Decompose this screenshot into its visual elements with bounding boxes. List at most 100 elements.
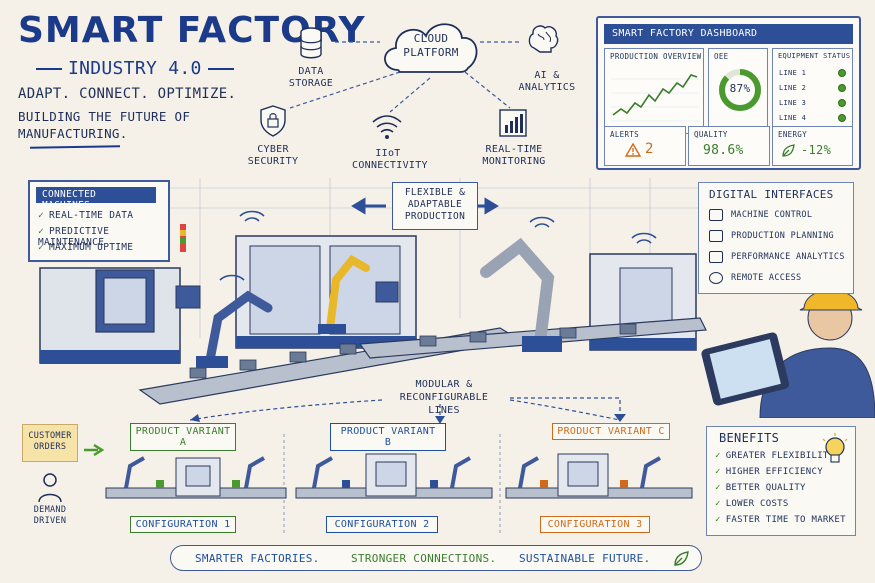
alerts-label: ALERTS [610, 130, 639, 139]
check-icon: ✓ [38, 226, 45, 237]
robot-arm-blue [196, 290, 273, 368]
connected-machines-item: ✓MAXIMUM UPTIME [38, 242, 134, 253]
subtitle-text: INDUSTRY 4.0 [68, 58, 202, 79]
mini-line-b [295, 453, 493, 499]
equipment-status-card: EQUIPMENT STATUS LINE 1 LINE 2 LINE 3 LI… [772, 48, 853, 134]
production-overview-label: PRODUCTION OVERVIEW [610, 52, 702, 61]
alerts-card: ALERTS 2 [604, 126, 686, 166]
shield-lock-icon [260, 105, 286, 137]
digital-interface-item: PRODUCTION PLANNING [709, 230, 834, 242]
equipment-line: LINE 4 [779, 114, 807, 122]
quality-value: 98.6% [703, 143, 744, 158]
connected-machines-item: ✓PREDICTIVE MAINTENANCE [38, 226, 110, 248]
robot-arm-yellow [318, 254, 370, 334]
digital-interface-item: MACHINE CONTROL [709, 209, 812, 221]
person-icon [38, 473, 62, 503]
check-icon: ✓ [715, 515, 721, 525]
cyber-label: CYBER SECURITY [247, 144, 299, 167]
configuration-dividers [283, 434, 501, 534]
status-ok-icon [838, 99, 846, 107]
leaf-icon [782, 144, 795, 157]
quality-card: QUALITY 98.6% [688, 126, 770, 166]
benefit-item: ✓FASTER TIME TO MARKET [715, 515, 846, 525]
banner-segment-1: SMARTER FACTORIES. [195, 552, 320, 565]
digital-interfaces-panel: DIGITAL INTERFACES MACHINE CONTROL PRODU… [698, 182, 854, 294]
brain-icon [528, 25, 559, 53]
status-ok-icon [838, 114, 846, 122]
alerts-value: 2 [645, 141, 654, 157]
check-icon: ✓ [715, 483, 721, 493]
arrow-right-icon [84, 443, 105, 457]
connected-machines-item: ✓REAL-TIME DATA [38, 210, 134, 221]
production-line-chart [611, 74, 699, 122]
benefit-item: ✓LOWER COSTS [715, 499, 789, 509]
bar-chart-icon [499, 109, 527, 137]
modular-connectors [189, 397, 626, 424]
dashboard-title: SMART FACTORY DASHBOARD [604, 24, 853, 44]
flexible-production-label: FLEXIBLE & ADAPTABLE PRODUCTION [392, 182, 478, 230]
status-ok-icon [838, 84, 846, 92]
configuration-1-tag: CONFIGURATION 1 [130, 516, 236, 533]
ai-label: AI & ANALYTICS [518, 70, 576, 93]
equipment-line: LINE 3 [779, 99, 807, 107]
modular-lines-label: MODULAR & RECONFIGURABLE LINES [399, 379, 489, 416]
wifi-icon [372, 115, 402, 139]
banner-segment-3: SUSTAINABLE FUTURE. [519, 552, 651, 565]
variant-b-tag: PRODUCT VARIANT B [330, 423, 446, 451]
subtagline: BUILDING THE FUTURE OF MANUFACTURING. [18, 109, 191, 141]
factory-floor-illustration [39, 178, 875, 418]
database-icon [300, 27, 322, 59]
iiot-label: IIoT CONNECTIVITY [352, 148, 428, 171]
oee-value: 87% [729, 82, 751, 95]
energy-label: ENERGY [778, 130, 807, 139]
variant-a-tag: PRODUCT VARIANT A [130, 423, 236, 451]
warning-icon [625, 143, 641, 157]
check-icon: ✓ [38, 242, 45, 253]
page-subtitle: INDUSTRY 4.0 [30, 58, 240, 79]
network-diagram [289, 41, 522, 113]
digital-interface-item: REMOTE ACCESS [709, 272, 801, 284]
check-icon: ✓ [715, 499, 721, 509]
equipment-line: LINE 1 [779, 69, 807, 77]
benefits-title: BENEFITS [719, 431, 780, 445]
oee-label: OEE [714, 52, 729, 61]
digital-interfaces-title: DIGITAL INTERFACES [709, 188, 834, 201]
lightbulb-icon [822, 433, 848, 463]
mini-line-a [105, 456, 287, 499]
production-overview-card: PRODUCTION OVERVIEW [604, 48, 704, 134]
monitoring-label: REAL-TIME MONITORING [482, 144, 546, 167]
oee-card: OEE 87% [708, 48, 768, 134]
globe-icon [709, 272, 723, 284]
benefits-panel: BENEFITS ✓GREATER FLEXIBILITY ✓HIGHER EF… [706, 426, 856, 536]
monitor-icon [709, 209, 723, 221]
tagline: ADAPT. CONNECT. OPTIMIZE. [18, 86, 237, 102]
oee-gauge [719, 69, 761, 111]
benefit-item: ✓GREATER FLEXIBILITY [715, 451, 835, 461]
data-storage-label: DATA STORAGE [288, 66, 334, 89]
quality-label: QUALITY [694, 130, 728, 139]
calendar-icon [709, 230, 723, 242]
mini-production-lines [105, 453, 693, 499]
connected-machines-panel: CONNECTED MACHINES ✓REAL-TIME DATA ✓PRED… [28, 180, 170, 262]
mini-line-c [505, 453, 693, 499]
worker-with-tablet [701, 289, 875, 418]
energy-card: ENERGY -12% [772, 126, 853, 166]
bottom-banner: SMARTER FACTORIES. STRONGER CONNECTIONS.… [170, 545, 702, 571]
cloud-icon [384, 23, 478, 73]
benefit-item: ✓BETTER QUALITY [715, 483, 806, 493]
title-underline [29, 145, 121, 149]
banner-segment-2: STRONGER CONNECTIONS. [351, 552, 497, 565]
configuration-2-tag: CONFIGURATION 2 [326, 516, 438, 533]
status-ok-icon [838, 69, 846, 77]
equipment-status-label: EQUIPMENT STATUS [778, 52, 851, 60]
energy-value: -12% [801, 143, 832, 157]
check-icon: ✓ [715, 451, 721, 461]
cloud-label: CLOUD PLATFORM [403, 32, 459, 59]
equipment-line: LINE 2 [779, 84, 807, 92]
check-icon: ✓ [38, 210, 45, 221]
demand-driven-label: DEMAND DRIVEN [33, 505, 67, 526]
customer-orders-note: CUSTOMER ORDERS [22, 424, 78, 462]
check-icon: ✓ [715, 467, 721, 477]
benefit-item: ✓HIGHER EFFICIENCY [715, 467, 823, 477]
variant-c-tag: PRODUCT VARIANT C [552, 423, 670, 440]
